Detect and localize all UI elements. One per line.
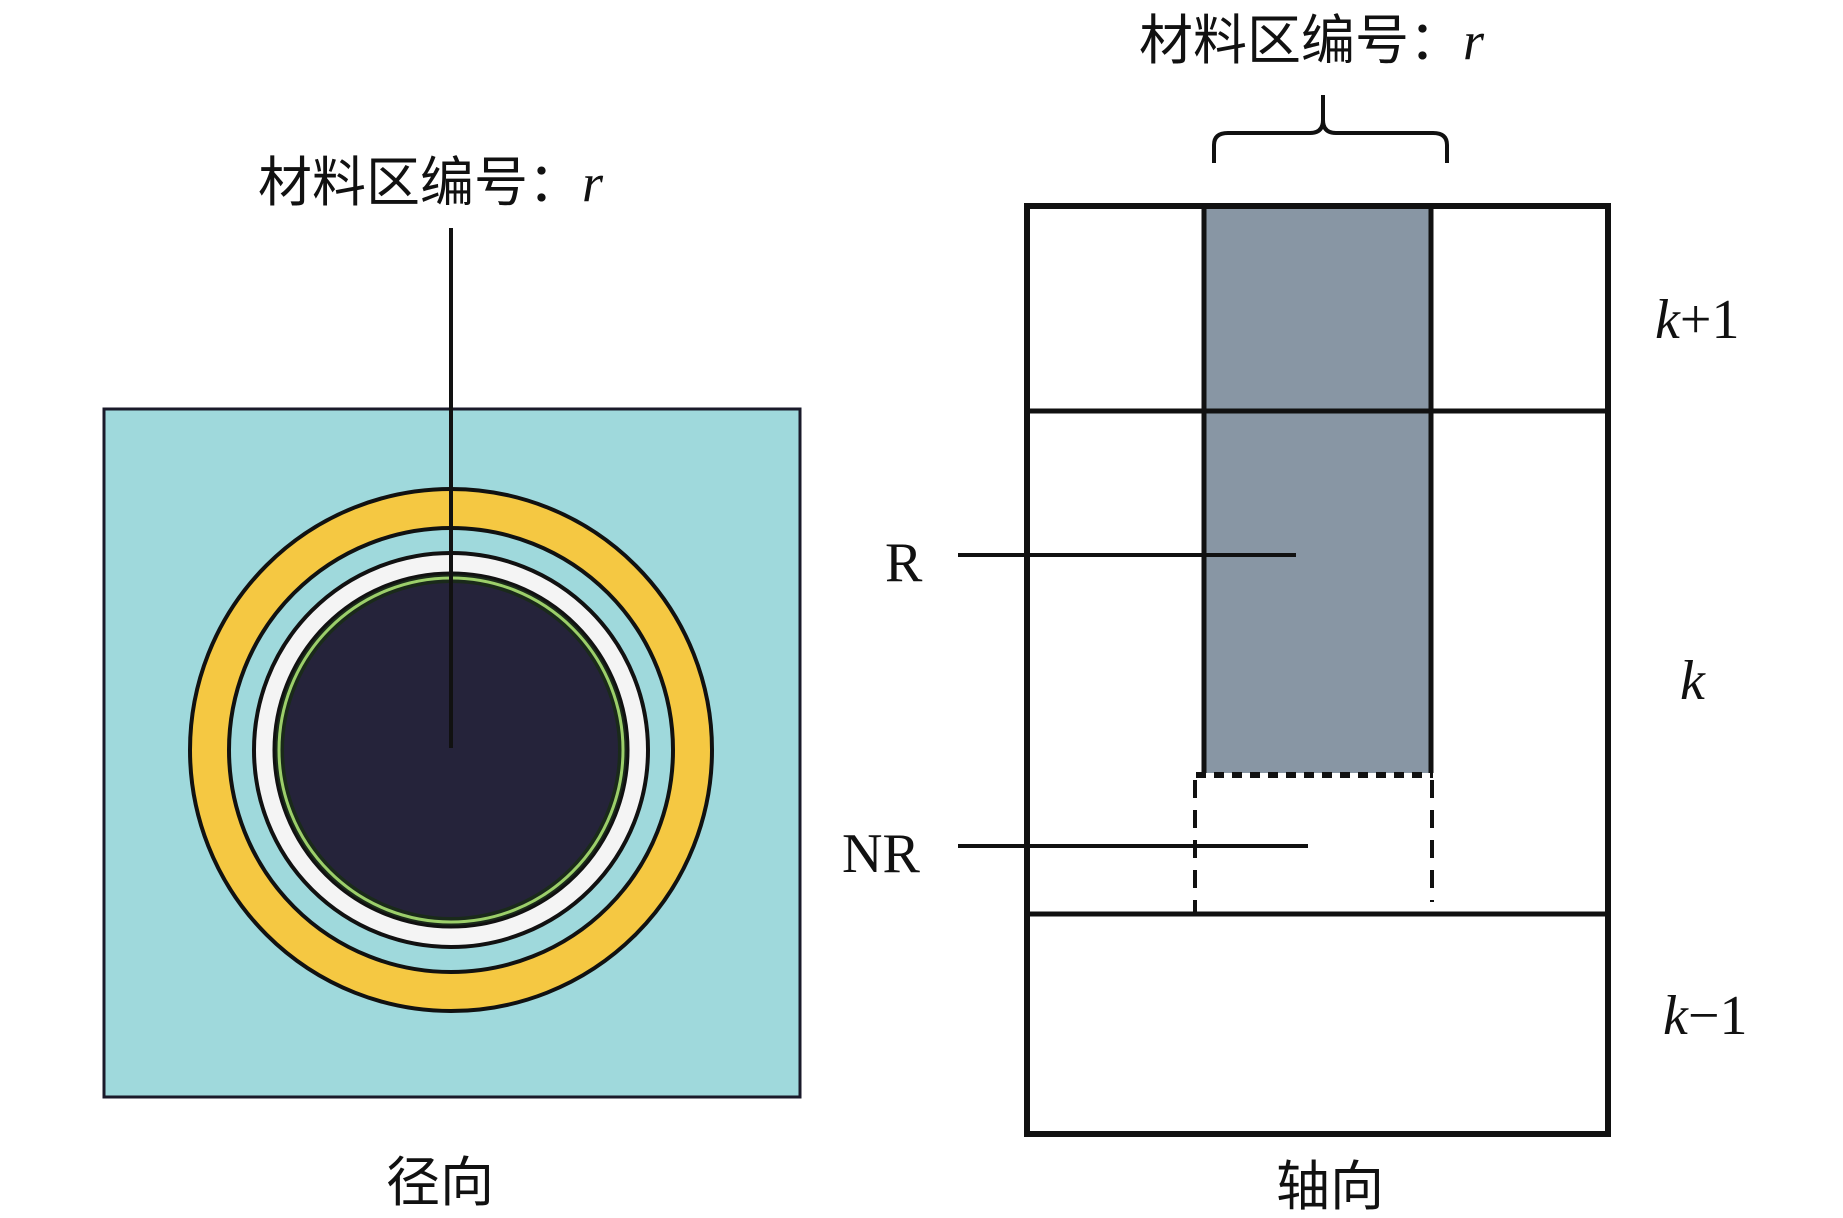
- axial-view: [958, 95, 1611, 1137]
- radial-region-symbol: r: [582, 153, 604, 213]
- radial-view: [102, 228, 802, 1099]
- layer-label-below: k−1: [1663, 988, 1747, 1044]
- fuel-core: [284, 583, 618, 917]
- region-brace: [1212, 95, 1449, 163]
- label-nr: NR: [842, 823, 920, 885]
- radial-region-label: 材料区编号：r: [258, 153, 604, 213]
- label-r: R: [885, 532, 923, 594]
- layer-label-current: k: [1680, 650, 1705, 712]
- axial-region-text: 材料区编号：: [1139, 9, 1463, 72]
- layer-label-above: k+1: [1655, 292, 1739, 348]
- layer-above-suffix: +1: [1679, 289, 1740, 351]
- layer-above-var: k: [1655, 289, 1680, 351]
- axial-region-symbol: r: [1463, 11, 1485, 71]
- axial-outer-box: [1024, 203, 1611, 1137]
- layer-below-suffix: −1: [1687, 985, 1748, 1047]
- axial-region-label: 材料区编号：r: [1139, 11, 1485, 71]
- radial-region-text: 材料区编号：: [258, 151, 582, 214]
- active-region: [1204, 208, 1431, 773]
- axial-caption: 轴向: [1276, 1155, 1384, 1218]
- layer-below-var: k: [1663, 985, 1688, 1047]
- radial-caption: 径向: [386, 1151, 494, 1214]
